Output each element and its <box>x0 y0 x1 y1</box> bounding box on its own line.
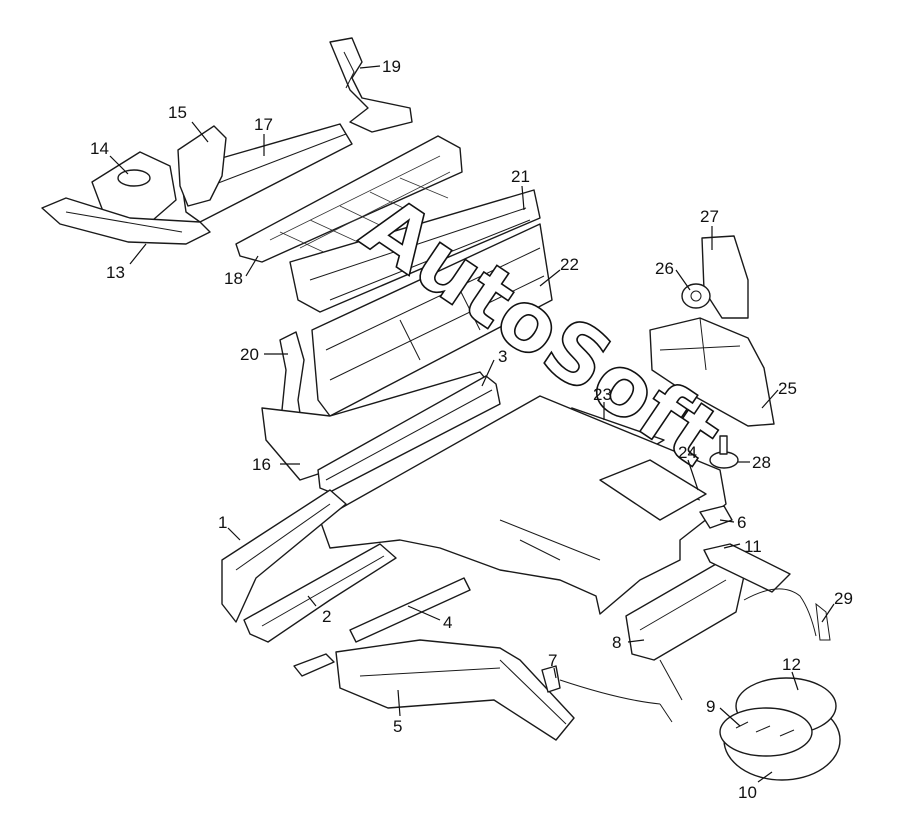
part-4-strip[interactable] <box>349 577 471 643</box>
callout-14[interactable]: 14 <box>90 139 109 158</box>
callout-15[interactable]: 15 <box>168 103 187 122</box>
callout-13[interactable]: 13 <box>106 263 125 282</box>
callout-10[interactable]: 10 <box>738 783 757 802</box>
callout-19[interactable]: 19 <box>382 57 401 76</box>
part-29-cable[interactable] <box>743 588 831 641</box>
callout-28[interactable]: 28 <box>752 453 771 472</box>
callout-2[interactable]: 2 <box>322 607 331 626</box>
callout-7[interactable]: 7 <box>548 651 557 670</box>
part-18-upper-panel[interactable] <box>235 135 463 263</box>
callout-1[interactable]: 1 <box>218 513 227 532</box>
callout-9[interactable]: 9 <box>706 697 715 716</box>
callout-23[interactable]: 23 <box>593 385 612 404</box>
callout-17[interactable]: 17 <box>254 115 273 134</box>
callout-4[interactable]: 4 <box>443 613 452 632</box>
part-small-plate[interactable] <box>293 653 335 677</box>
callout-22[interactable]: 22 <box>560 255 579 274</box>
callout-11[interactable]: 11 <box>744 537 762 556</box>
callout-12[interactable]: 12 <box>782 655 801 674</box>
part-27-speaker-bracket[interactable] <box>701 235 749 319</box>
callout-3[interactable]: 3 <box>498 347 507 366</box>
part-28-plug[interactable] <box>709 435 739 469</box>
part-5-beam[interactable] <box>335 639 575 741</box>
callout-6[interactable]: 6 <box>737 513 746 532</box>
part-11-bracket[interactable] <box>703 543 791 593</box>
part-1-left-sill[interactable] <box>221 489 347 623</box>
callout-labels: 1 2 3 4 5 6 7 8 9 10 11 12 13 14 15 16 1… <box>90 57 853 802</box>
callout-24[interactable]: 24 <box>678 443 697 462</box>
part-19-bracket[interactable] <box>329 37 413 133</box>
part-15-bracket[interactable] <box>177 125 227 207</box>
part-21-bulkhead[interactable] <box>289 189 541 313</box>
part-22-dash-panel[interactable] <box>311 223 553 417</box>
part-24-rear-floor[interactable] <box>599 459 707 521</box>
callout-16[interactable]: 16 <box>252 455 271 474</box>
callout-18[interactable]: 18 <box>224 269 243 288</box>
callout-5[interactable]: 5 <box>393 717 402 736</box>
callout-25[interactable]: 25 <box>778 379 797 398</box>
part-14-housing[interactable] <box>91 151 177 227</box>
cable-assembly[interactable] <box>559 659 683 723</box>
callout-27[interactable]: 27 <box>700 207 719 226</box>
part-9-tray-cover[interactable] <box>719 707 813 757</box>
callout-26[interactable]: 26 <box>655 259 674 278</box>
part-17-rail[interactable] <box>179 123 353 223</box>
part-25-storage-box[interactable] <box>649 317 775 427</box>
part-6-rear-panel[interactable] <box>699 505 733 529</box>
floor-pan[interactable] <box>319 395 727 615</box>
callout-8[interactable]: 8 <box>612 633 621 652</box>
part-13-crossmember[interactable] <box>41 197 211 245</box>
callout-29[interactable]: 29 <box>834 589 853 608</box>
part-2-lower-sill[interactable] <box>243 543 397 643</box>
leader-lines <box>109 65 835 783</box>
part-26-speaker[interactable] <box>681 283 711 309</box>
callout-20[interactable]: 20 <box>240 345 259 364</box>
callout-21[interactable]: 21 <box>511 167 530 186</box>
